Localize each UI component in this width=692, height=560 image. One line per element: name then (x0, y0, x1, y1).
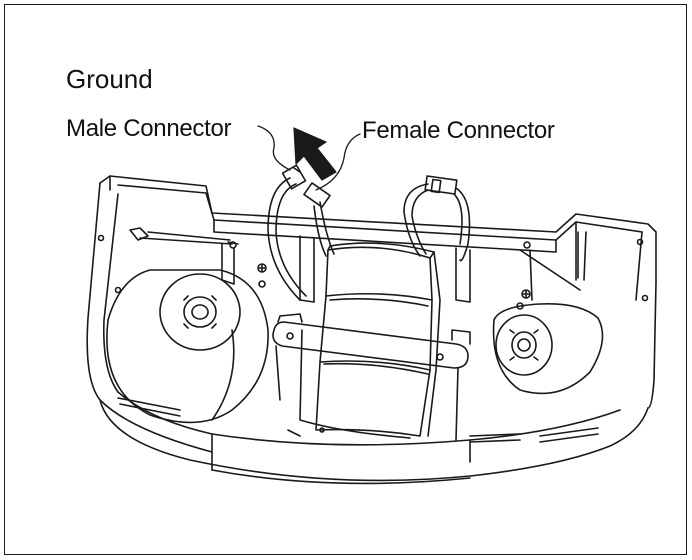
ground-label: Ground (66, 64, 153, 94)
female-connector-label: Female Connector (362, 117, 555, 144)
left-reel (106, 269, 269, 424)
right-connector-wires (403, 175, 471, 262)
figure-frame (4, 4, 687, 555)
center-block (287, 242, 441, 439)
female-connector-wires (303, 182, 335, 257)
male-leader-line (257, 125, 291, 171)
male-connector-label: Male Connector (66, 115, 232, 142)
cross-bracket (272, 313, 471, 441)
rear-posts (129, 227, 581, 310)
right-reel (492, 302, 604, 395)
housing-tray (86, 175, 657, 485)
female-leader-line (315, 133, 361, 191)
arrow-up-left-icon (293, 127, 337, 181)
